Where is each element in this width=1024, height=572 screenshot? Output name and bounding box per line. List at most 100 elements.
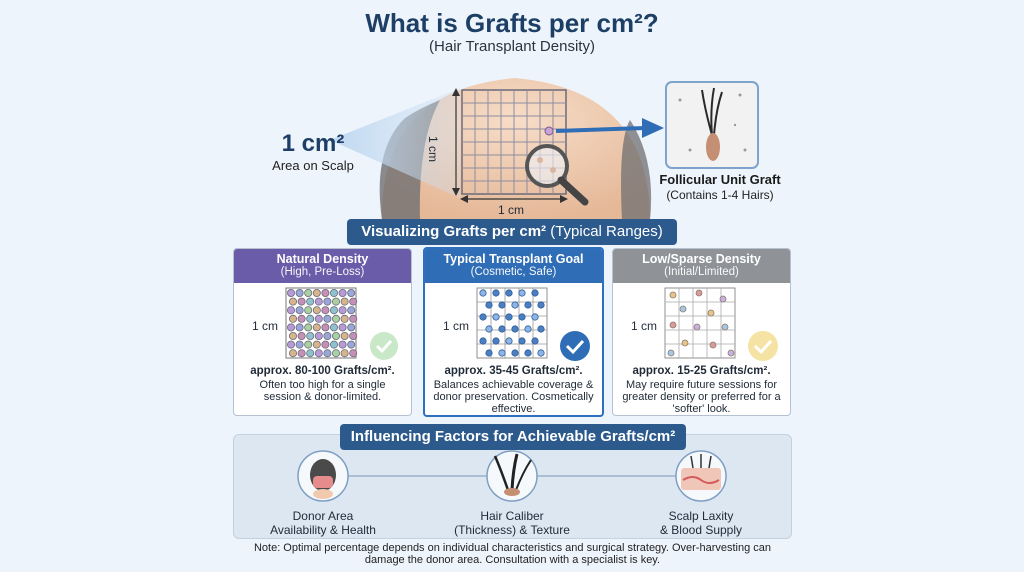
scale-label: 1 cm: [443, 319, 470, 333]
graft-dot: [338, 323, 347, 332]
graft-dot: [479, 289, 487, 297]
graft-dot: [304, 289, 313, 297]
graft-dot: [492, 337, 500, 345]
graft-subtitle: (Contains 1-4 Hairs): [666, 188, 774, 202]
card-header: Natural Density (High, Pre-Loss): [234, 249, 411, 283]
graft-dot: [287, 340, 296, 349]
donor-head-icon: [297, 450, 349, 502]
graft-dot: [314, 297, 323, 306]
graft-dot: [498, 301, 506, 309]
graft-dot: [312, 340, 321, 349]
graft-dot: [295, 323, 304, 332]
card-subtitle: (Cosmetic, Safe): [470, 266, 557, 278]
factors-banner: Influencing Factors for Achievable Graft…: [340, 424, 686, 450]
banner-light: (Typical Ranges): [546, 223, 663, 240]
graft-dot: [349, 314, 358, 323]
graft-title: Follicular Unit Graft: [659, 172, 781, 187]
graft-dot: [667, 349, 675, 357]
graft-dot: [306, 314, 315, 323]
check-badge: [748, 331, 778, 361]
graft-dot: [323, 297, 332, 306]
graft-dot: [340, 349, 349, 358]
graft-dot: [505, 337, 513, 345]
density-grid-low: [664, 287, 778, 361]
graft-dot: [524, 325, 532, 333]
graft-dot: [693, 323, 701, 331]
factor-line1: Hair Caliber: [480, 509, 544, 523]
graft-dot: [347, 306, 356, 315]
graft-dot: [297, 349, 306, 358]
graft-dot: [297, 314, 306, 323]
graft-dot: [479, 337, 487, 345]
graft-dot: [347, 289, 356, 297]
graft-dot: [695, 289, 703, 297]
check-icon: [565, 339, 585, 355]
check-badge: [370, 332, 398, 360]
graft-dot: [727, 349, 735, 357]
graft-dot: [338, 289, 347, 297]
graft-dot: [524, 349, 532, 357]
card-header: Low/Sparse Density (Initial/Limited): [613, 249, 790, 283]
card-typical-goal: Typical Transplant Goal (Cosmetic, Safe)…: [423, 247, 604, 417]
graft-dot: [485, 349, 493, 357]
factor-line2: (Thickness) & Texture: [454, 523, 570, 537]
graft-dot: [531, 313, 539, 321]
graft-dot: [479, 313, 487, 321]
grid-side-label: 1 cm: [426, 136, 440, 163]
density-grid-typical: [476, 287, 590, 361]
graft-dot: [332, 314, 341, 323]
card-natural-density: Natural Density (High, Pre-Loss) 1 cm ap…: [233, 248, 412, 416]
graft-dot: [314, 314, 323, 323]
graft-dot: [669, 321, 677, 329]
graft-dot: [321, 306, 330, 315]
graft-dot: [321, 323, 330, 332]
graft-dot: [287, 289, 296, 297]
area-description: Area on Scalp: [272, 158, 354, 173]
graft-dot: [330, 340, 339, 349]
graft-dot: [721, 323, 729, 331]
graft-dot: [306, 332, 315, 341]
graft-dot: [518, 337, 526, 345]
check-icon: [375, 339, 393, 354]
graft-dot: [289, 314, 298, 323]
graft-dot: [321, 289, 330, 297]
density-grid-natural: [285, 287, 398, 360]
hair-right: [621, 120, 652, 220]
graft-dot: [287, 306, 296, 315]
card-subtitle: (Initial/Limited): [664, 266, 739, 278]
density-value: approx. 80-100 Grafts/cm².: [250, 365, 395, 377]
graft-dot: [312, 289, 321, 297]
graft-dot: [347, 323, 356, 332]
graft-dot: [498, 325, 506, 333]
graft-dot: [287, 323, 296, 332]
graft-dot: [347, 340, 356, 349]
density-description: Often too high for a single session & do…: [259, 379, 386, 403]
banner-bold: Visualizing Grafts per cm²: [361, 223, 547, 240]
graft-dot: [332, 349, 341, 358]
graft-dot: [498, 349, 506, 357]
density-description: May require future sessions for greater …: [622, 379, 781, 415]
graft-dot: [679, 305, 687, 313]
graft-dot: [340, 297, 349, 306]
graft-dot: [709, 341, 717, 349]
scale-label: 1 cm: [631, 319, 658, 333]
check-icon: [753, 339, 773, 355]
graft-dot: [340, 332, 349, 341]
graft-dot: [531, 337, 539, 345]
graft-dot: [349, 332, 358, 341]
graft-dot: [297, 332, 306, 341]
factor-scalp-label: Scalp Laxity & Blood Supply: [626, 509, 776, 537]
graft-dot: [537, 349, 545, 357]
graft-dot: [306, 349, 315, 358]
hair-caliber-icon: [486, 450, 538, 502]
factor-line1: Scalp Laxity: [668, 509, 734, 523]
scale-label: 1 cm: [252, 319, 279, 333]
graft-dot: [537, 301, 545, 309]
graft-dot: [492, 289, 500, 297]
graft-dot: [289, 349, 298, 358]
density-value: approx. 35-45 Grafts/cm².: [444, 365, 583, 377]
card-title: Typical Transplant Goal: [443, 252, 584, 266]
graft-dot: [511, 325, 519, 333]
graft-dot: [330, 323, 339, 332]
graft-dot: [537, 325, 545, 333]
